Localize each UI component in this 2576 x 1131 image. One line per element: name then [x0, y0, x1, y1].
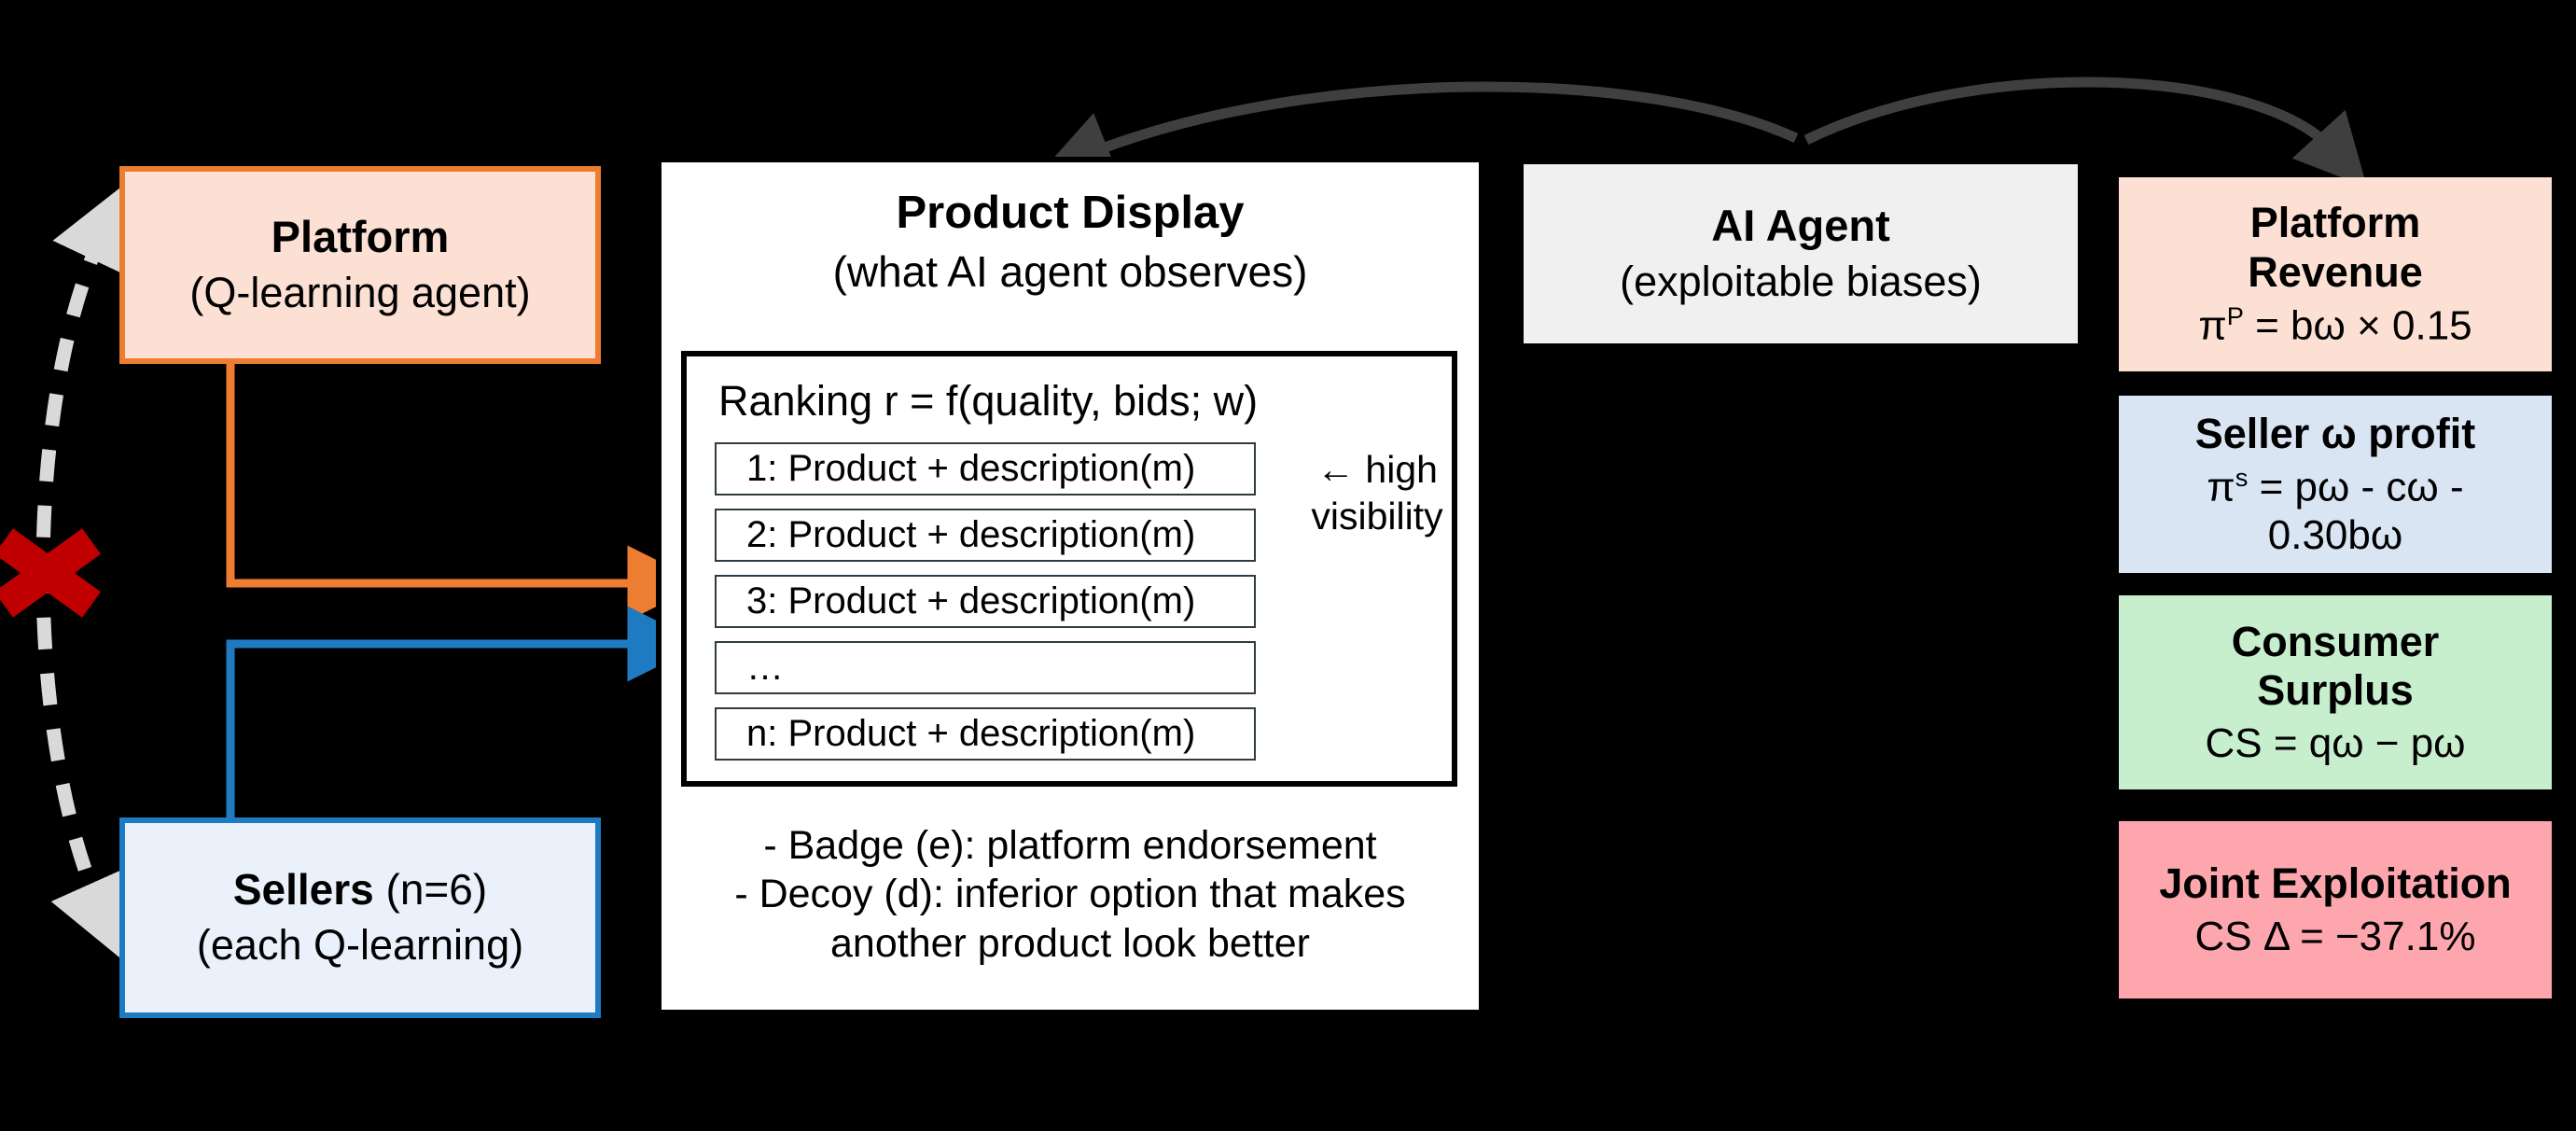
footnote-decoy-line2: another product look better [830, 920, 1310, 966]
outcome-consumer-surplus[interactable]: Consumer Surplus CS = qω − pω [2119, 595, 2552, 789]
high-visibility-line1: ← high [1316, 448, 1438, 491]
platform-revenue-eq-rest: = bω × 0.15 [2243, 302, 2472, 349]
footnote-badge: - Badge (e): platform endorsement [763, 823, 1377, 868]
blocked-link-x-icon [0, 528, 101, 618]
seller-profit-equation-line1: πs = pω - cω - [2207, 463, 2463, 511]
rank-row-ellipsis[interactable]: … [715, 641, 1256, 694]
edge-agent-to-display-curve [1039, 81, 1799, 180]
product-display-subtitle: (what AI agent observes) [832, 247, 1308, 297]
consumer-surplus-equation: CS = qω − pω [2205, 719, 2466, 766]
seller-profit-eq-sup: s [2235, 462, 2249, 492]
ai-agent-subtitle: (exploitable biases) [1620, 258, 1982, 306]
sellers-subtitle: (each Q-learning) [196, 921, 524, 970]
platform-node[interactable]: Platform (Q-learning agent) [119, 166, 601, 364]
footnote-decoy-line1: - Decoy (d): inferior option that makes [734, 872, 1406, 917]
edge-platform-to-display [226, 364, 703, 621]
ranking-card: Ranking r = f(quality, bids; w) 1: Produ… [681, 351, 1457, 787]
platform-revenue-eq-sup: P [2226, 300, 2244, 330]
edge-platform-sellers-blocked [35, 182, 129, 961]
joint-exploitation-equation: CS Δ = −37.1% [2194, 913, 2476, 959]
seller-profit-eq-rest: = pω - cω - [2248, 464, 2464, 510]
consumer-surplus-head-line2: Surplus [2257, 666, 2414, 715]
platform-subtitle: (Q-learning agent) [189, 269, 531, 317]
consumer-surplus-head-line1: Consumer [2231, 617, 2440, 665]
ranking-formula: Ranking r = f(quality, bids; w) [718, 377, 1259, 425]
sellers-title-strong: Sellers [232, 865, 374, 915]
sellers-title-suffix: (n=6) [373, 865, 488, 915]
platform-title: Platform [271, 212, 450, 262]
rank-row-3[interactable]: 3: Product + description(m) [715, 575, 1256, 628]
platform-revenue-head-line2: Revenue [2248, 247, 2423, 296]
high-visibility-note: ← high visibility [1298, 446, 1456, 539]
outcome-joint-exploitation[interactable]: Joint Exploitation CS Δ = −37.1% [2119, 821, 2552, 998]
joint-exploitation-head-line1: Joint Exploitation [2159, 859, 2512, 907]
ai-agent-node[interactable]: AI Agent (exploitable biases) [1524, 164, 2078, 343]
seller-profit-equation-line2: 0.30bω [2267, 511, 2403, 558]
high-visibility-line2: visibility [1311, 495, 1443, 538]
platform-revenue-eq-symbol: π [2198, 302, 2227, 349]
rank-row-2[interactable]: 2: Product + description(m) [715, 509, 1256, 562]
product-display-footnotes: - Badge (e): platform endorsement - Deco… [665, 821, 1475, 968]
outcome-seller-profit[interactable]: Seller ω profit πs = pω - cω - 0.30bω [2119, 396, 2552, 573]
ai-agent-title: AI Agent [1711, 201, 1890, 251]
sellers-title: Sellers (n=6) [233, 865, 487, 915]
outcome-platform-revenue[interactable]: Platform Revenue πP = bω × 0.15 [2119, 177, 2552, 371]
edge-sellers-to-display [226, 606, 703, 817]
seller-profit-head-line1: Seller ω profit [2194, 409, 2476, 457]
rank-row-n[interactable]: n: Product + description(m) [715, 707, 1256, 761]
platform-revenue-head-line1: Platform [2249, 199, 2421, 247]
product-display-title: Product Display [896, 188, 1245, 238]
edge-agent-to-revenue-curve [1803, 77, 2368, 188]
seller-profit-eq-symbol: π [2207, 464, 2235, 510]
sellers-node[interactable]: Sellers (n=6) (each Q-learning) [119, 817, 601, 1018]
platform-revenue-equation: πP = bω × 0.15 [2198, 301, 2472, 350]
rank-row-1[interactable]: 1: Product + description(m) [715, 442, 1256, 496]
